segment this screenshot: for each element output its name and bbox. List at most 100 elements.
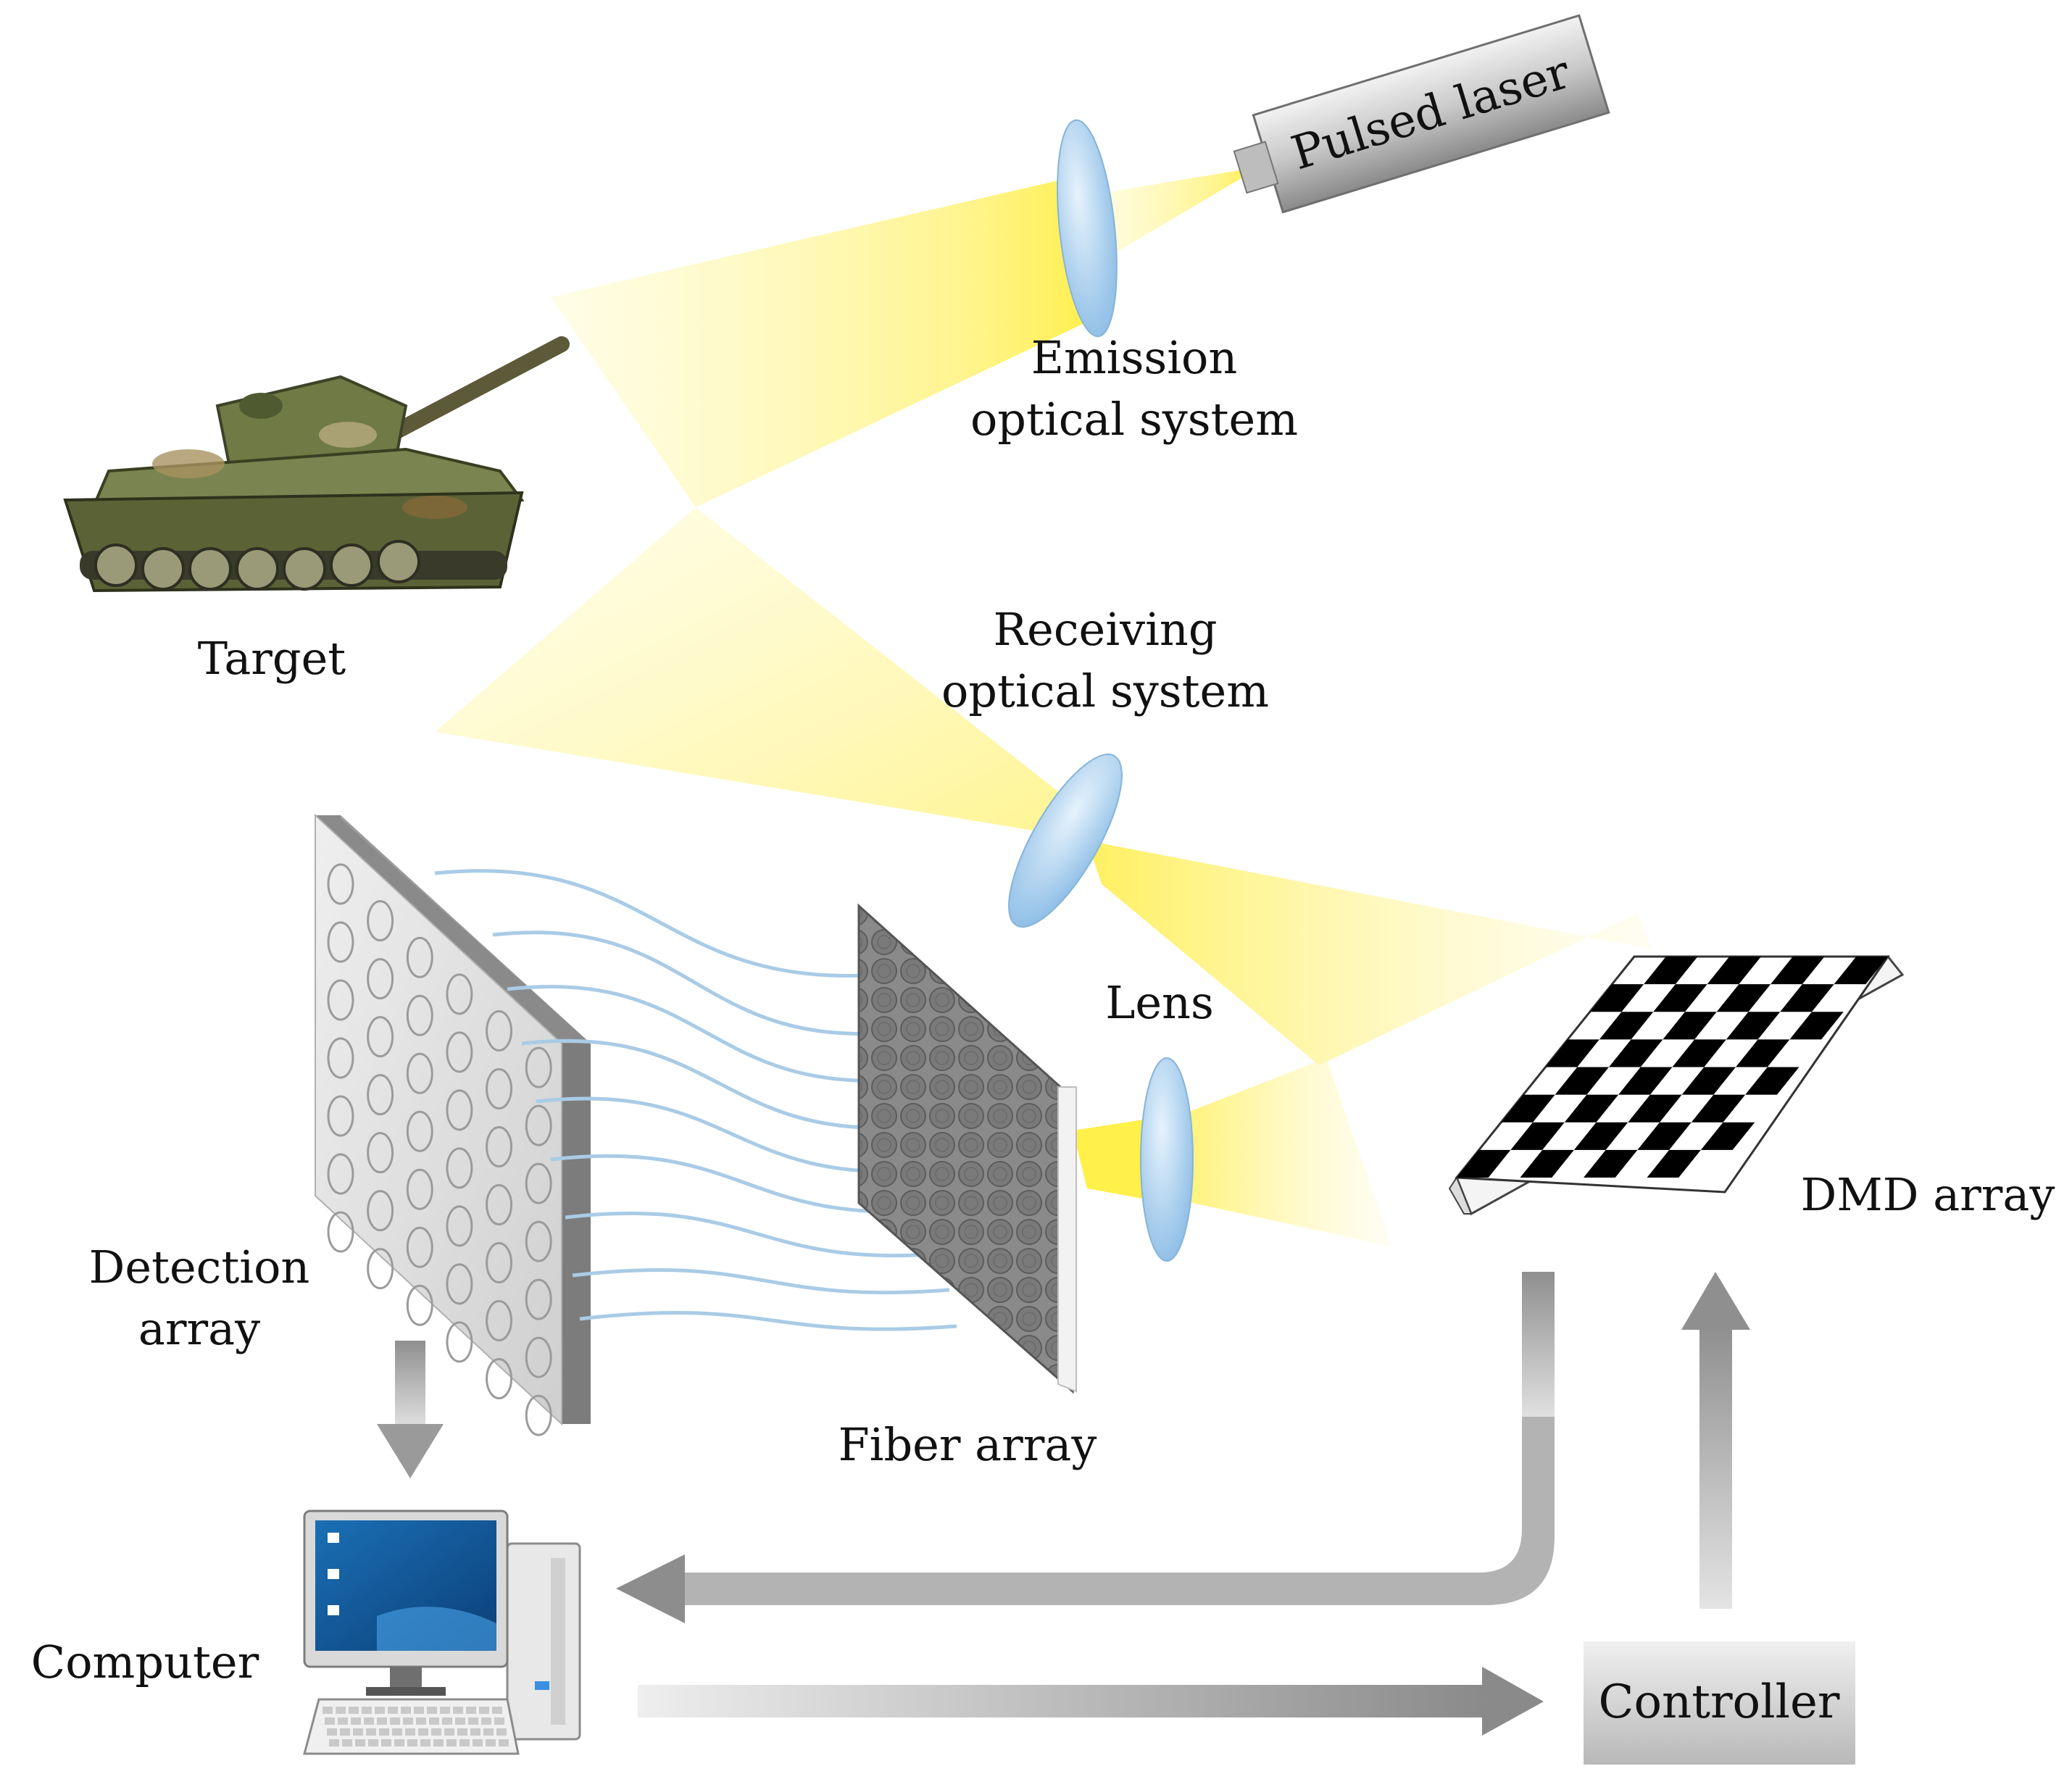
- detector-cell: [446, 1147, 473, 1189]
- dmd-mirror-cell: [1663, 1012, 1717, 1040]
- dmd-mirror-cell: [1726, 1012, 1781, 1040]
- emission-lens: [1057, 119, 1118, 338]
- keyboard-key: [329, 1739, 339, 1746]
- detector-cell: [486, 1010, 513, 1052]
- computer-label: Computer: [31, 1636, 259, 1688]
- dmd-array-label: DMD array: [1801, 1168, 2055, 1221]
- detector-cell: [406, 1284, 433, 1326]
- keyboard-key: [494, 1717, 504, 1725]
- detector-cell: [446, 973, 473, 1015]
- keyboard-key: [418, 1728, 428, 1736]
- keyboard-key: [403, 1717, 413, 1725]
- optical-fiber: [434, 869, 881, 978]
- detection-label-line2: array: [138, 1302, 260, 1355]
- detector-cell: [486, 1300, 513, 1341]
- target-label: Target: [198, 632, 346, 685]
- detector-cell: [367, 1074, 394, 1116]
- keyboard-key: [355, 1739, 365, 1746]
- detector-cell: [327, 1153, 354, 1195]
- detector-cell: [406, 1168, 433, 1210]
- receiving-lens: [1008, 753, 1123, 928]
- keyboard-key: [427, 1707, 437, 1714]
- dmd-mirror-cell: [1609, 1039, 1663, 1067]
- keyboard-key: [457, 1728, 467, 1736]
- keyboard-key: [483, 1728, 494, 1736]
- dmd-mirror-cell: [1628, 1094, 1682, 1123]
- detector-cell: [367, 1190, 394, 1232]
- detector-cell: [406, 936, 433, 978]
- detector-cell: [406, 1226, 433, 1268]
- keyboard-key: [440, 1707, 450, 1714]
- dmd-mirror-cell: [1644, 957, 1698, 985]
- dmd-mirror-cell: [1520, 1149, 1574, 1178]
- keyboard-key: [401, 1707, 411, 1714]
- controller-box: Controller: [1584, 1641, 1855, 1765]
- optical-fiber: [572, 1267, 950, 1295]
- dmd-mirror-cell: [1745, 1067, 1800, 1095]
- controller-label: Controller: [1599, 1675, 1840, 1729]
- detector-cell: [406, 1052, 433, 1094]
- detector-cell: [367, 1248, 394, 1290]
- keyboard-key: [325, 1717, 335, 1725]
- keyboard-key: [368, 1739, 378, 1746]
- dmd-to-lens-beam: [1073, 1058, 1391, 1246]
- dmd-mirror-cell: [1589, 984, 1644, 1012]
- keyboard-key: [431, 1728, 441, 1736]
- keyboard-key: [388, 1707, 398, 1714]
- dmd-mirror-cell: [1647, 1149, 1701, 1178]
- emission-label-line1: Emission: [1031, 331, 1238, 384]
- receiving-label-line1: Receiving: [993, 603, 1217, 656]
- keyboard-key: [351, 1717, 361, 1725]
- keyboard-key: [446, 1739, 457, 1746]
- keyboard-key: [327, 1728, 337, 1736]
- keyboard-key: [381, 1739, 391, 1746]
- detection-to-computer-arrow: [377, 1341, 444, 1478]
- detector-cell: [367, 1132, 394, 1174]
- optical-fiber: [521, 1038, 914, 1130]
- emission-beam: [551, 167, 1261, 507]
- controller-to-dmd-arrow: [1681, 1272, 1750, 1609]
- lens-to-dmd-beam: [1087, 841, 1652, 1065]
- keyboard-key: [336, 1707, 346, 1714]
- dmd-mirror-cell: [1510, 1122, 1565, 1150]
- keyboard-key: [338, 1717, 348, 1725]
- keyboard-key: [444, 1728, 454, 1736]
- optical-fiber: [492, 930, 892, 1036]
- detector-cells: [327, 863, 552, 1436]
- detector-cell: [367, 958, 394, 1000]
- detection-label-line1: Detection: [89, 1241, 310, 1294]
- dmd-mirror-cell: [1564, 1094, 1619, 1123]
- dmd-mirror-cell: [1707, 957, 1761, 985]
- detector-cell: [486, 1126, 513, 1167]
- keyboard-key: [364, 1717, 374, 1725]
- dmd-mirror-cells: [1457, 957, 1888, 1178]
- keyboard-key: [340, 1728, 350, 1736]
- keyboard-key: [429, 1717, 439, 1725]
- detector-cell: [327, 1037, 354, 1079]
- detector-cell: [486, 1068, 513, 1109]
- fiber-array: [857, 903, 1077, 1394]
- optical-fiber: [550, 1154, 936, 1214]
- pulsed-laser: Pulsed laser: [1233, 14, 1610, 214]
- keyboard-key: [390, 1717, 400, 1725]
- detection-array: [315, 813, 591, 1436]
- detector-cell: [446, 1205, 473, 1247]
- keyboard-key: [394, 1739, 404, 1746]
- detector-cell: [525, 1104, 552, 1146]
- keyboard-key: [473, 1739, 483, 1746]
- detector-cell: [486, 1184, 513, 1225]
- dmd-mirror-cell: [1653, 984, 1707, 1012]
- keyboard-key: [349, 1707, 359, 1714]
- receiving-beam: [435, 507, 1065, 833]
- keyboard-key: [362, 1707, 372, 1714]
- keyboard-key: [323, 1707, 333, 1714]
- detector-cell: [525, 1394, 552, 1436]
- keyboard-key: [496, 1728, 507, 1736]
- optical-fiber: [507, 985, 903, 1083]
- detector-cell: [525, 1046, 552, 1088]
- keyboard-key: [466, 1707, 476, 1714]
- detector-cell: [327, 863, 354, 905]
- dmd-mirror-cell: [1834, 957, 1888, 985]
- dmd-mirror-cell: [1584, 1149, 1638, 1178]
